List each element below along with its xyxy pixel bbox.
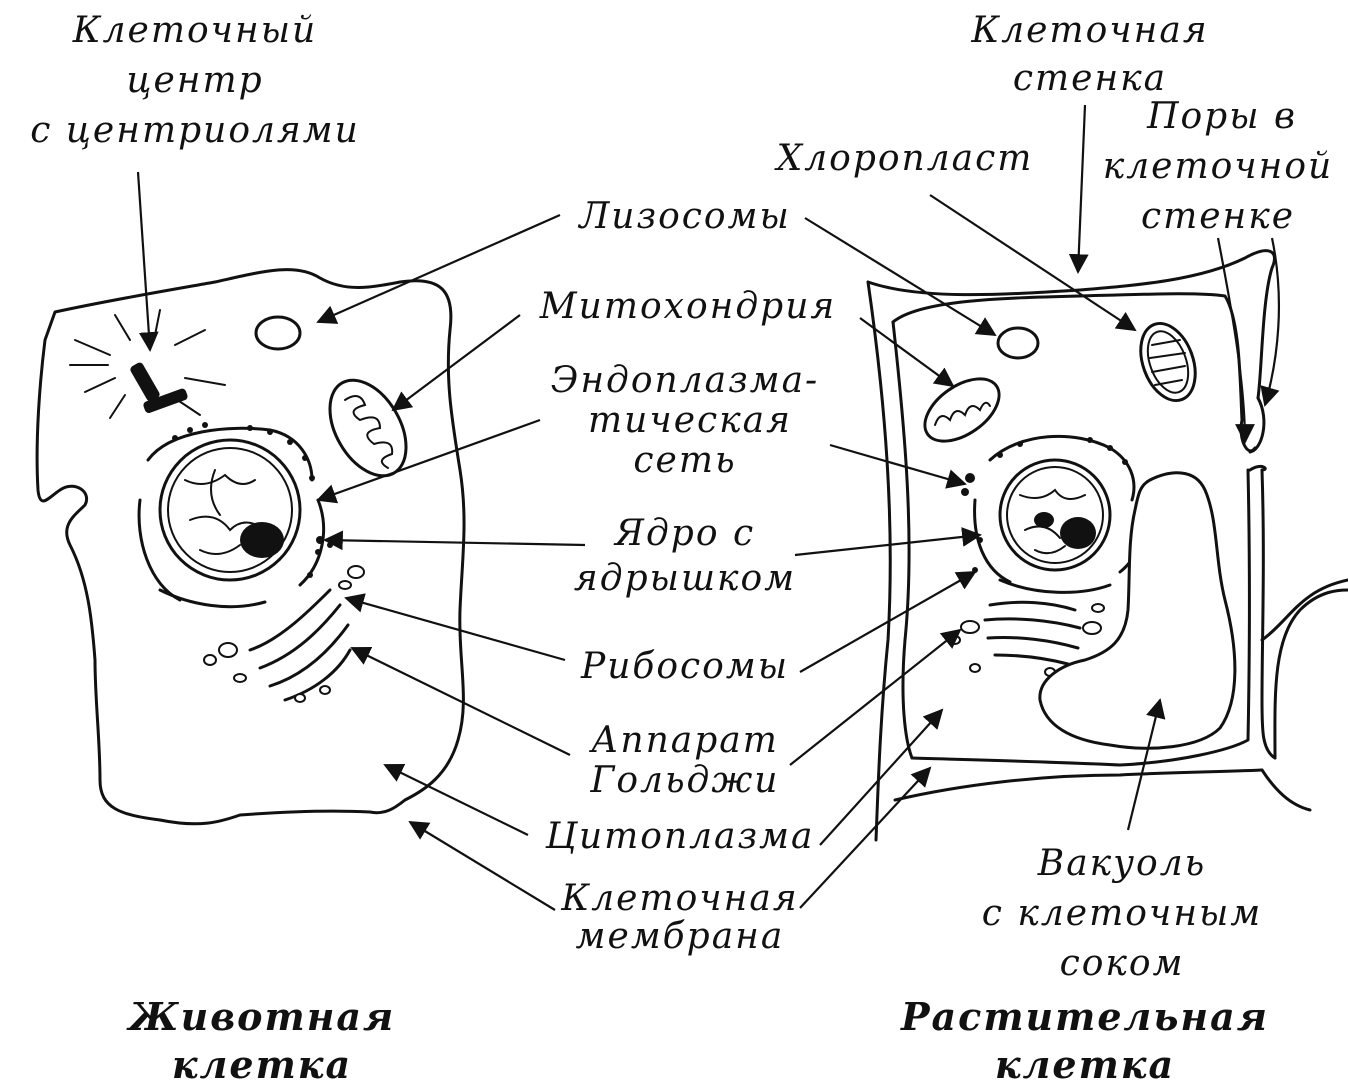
label-nucleus-1: Ядро с — [613, 513, 755, 554]
lysosome — [256, 317, 300, 349]
label-membrane-1: Клеточная — [560, 878, 798, 919]
plant-mitochondrion — [914, 366, 1010, 453]
title-plant-2: клетка — [995, 1042, 1175, 1085]
label-er-2: тическая — [588, 400, 792, 441]
title-animal-2: клетка — [172, 1042, 352, 1085]
mitochondrion — [314, 367, 421, 489]
animal-golgi — [204, 566, 364, 702]
label-mitochondrion: Митохондрия — [539, 286, 836, 327]
plant-nucleus — [961, 436, 1141, 592]
label-er-3: сеть — [633, 440, 736, 481]
label-centrosome-3: с центриолями — [30, 110, 360, 151]
label-golgi-1: Аппарат — [588, 720, 779, 761]
label-vacuole-1: Вакуоль — [1037, 843, 1207, 884]
label-chloroplast: Хлоропласт — [774, 138, 1034, 179]
label-lysosomes: Лизосомы — [577, 196, 791, 237]
label-pores-2: клеточной — [1103, 146, 1334, 187]
label-ribosomes: Рибосомы — [580, 646, 789, 687]
label-vacuole-2: с клеточным — [982, 893, 1262, 934]
title-plant-1: Растительная — [900, 994, 1269, 1039]
label-cell-wall-2: стенка — [1013, 58, 1167, 99]
animal-nucleus — [139, 422, 333, 607]
label-centrosome-2: центр — [126, 60, 263, 101]
label-pores-1: Поры в — [1146, 96, 1297, 137]
label-membrane-2: мембрана — [576, 916, 785, 957]
title-animal-1: Животная — [126, 994, 396, 1039]
label-pores-3: стенке — [1141, 196, 1295, 237]
label-cell-wall-1: Клеточная — [970, 10, 1208, 51]
chloroplast — [1131, 316, 1205, 408]
label-centrosome-1: Клеточный — [72, 10, 318, 51]
plant-cell-wall-outer — [868, 251, 1274, 398]
label-er-1: Эндоплазма- — [551, 360, 819, 401]
animal-cell — [37, 270, 464, 824]
label-golgi-2: Гольджи — [590, 760, 780, 801]
label-nucleus-2: ядрышком — [574, 558, 796, 599]
plant-lysosome — [998, 328, 1038, 358]
plant-cell — [868, 251, 1348, 840]
label-cytoplasm: Цитоплазма — [545, 816, 815, 857]
label-vacuole-3: соком — [1060, 943, 1185, 984]
